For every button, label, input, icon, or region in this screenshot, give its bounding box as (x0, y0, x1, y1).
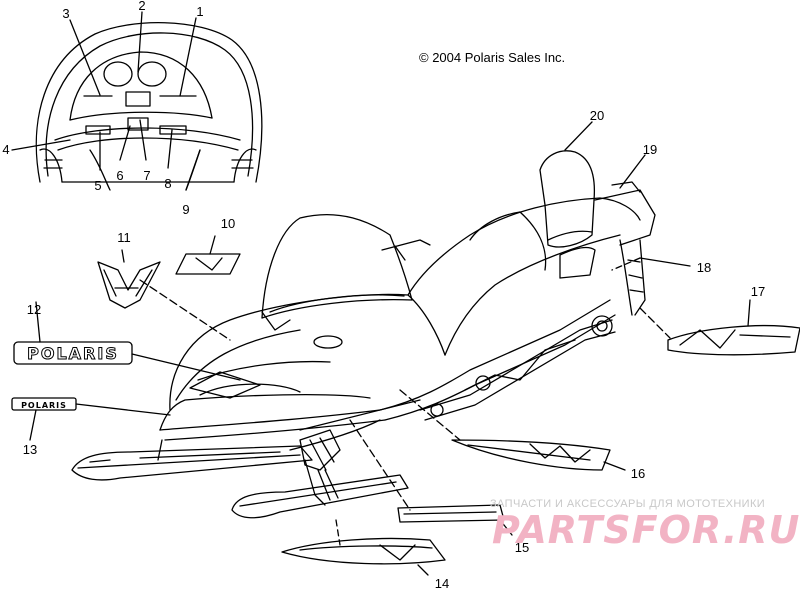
callout-19: 19 (642, 142, 658, 157)
callout-15: 15 (514, 540, 530, 555)
dashboard-inset (11, 11, 263, 191)
polaris-decals (11, 301, 241, 441)
callout-7: 7 (143, 168, 151, 183)
decal-15 (349, 419, 513, 536)
callout-9: 9 (182, 202, 190, 217)
watermark-caption: ЗАПЧАСТИ И АКСЕССУАРЫ ДЛЯ МОТОТЕХНИКИ (490, 498, 766, 510)
callout-6: 6 (116, 168, 124, 183)
callout-11: 11 (117, 230, 131, 245)
callout-4: 4 (2, 142, 10, 157)
callout-12: 12 (26, 302, 42, 317)
copyright-notice: © 2004 Polaris Sales Inc. (419, 50, 566, 65)
decal-17 (639, 299, 800, 356)
callout-13: 13 (22, 442, 38, 457)
upper-leaders (564, 121, 691, 271)
callout-20: 20 (589, 108, 605, 123)
decal-10 (175, 235, 241, 275)
callout-1: 1 (196, 4, 204, 19)
callout-14: 14 (434, 576, 450, 591)
decal-11 (97, 249, 231, 341)
polaris-decal-small-text: POLARIS (21, 401, 67, 410)
callout-3: 3 (62, 6, 70, 21)
callout-17: 17 (750, 284, 766, 299)
callout-10: 10 (220, 216, 236, 231)
callout-18: 18 (696, 260, 712, 275)
callout-2: 2 (138, 0, 146, 13)
callout-5: 5 (94, 178, 102, 193)
polaris-decal-large-text: POLARIS (27, 344, 119, 363)
callout-8: 8 (164, 176, 172, 191)
callout-16: 16 (630, 466, 646, 481)
decal-16 (399, 389, 626, 471)
snowmobile-body (71, 150, 656, 519)
decal-14 (281, 519, 446, 576)
watermark-logo: PARTSFOR.RU (492, 508, 800, 552)
